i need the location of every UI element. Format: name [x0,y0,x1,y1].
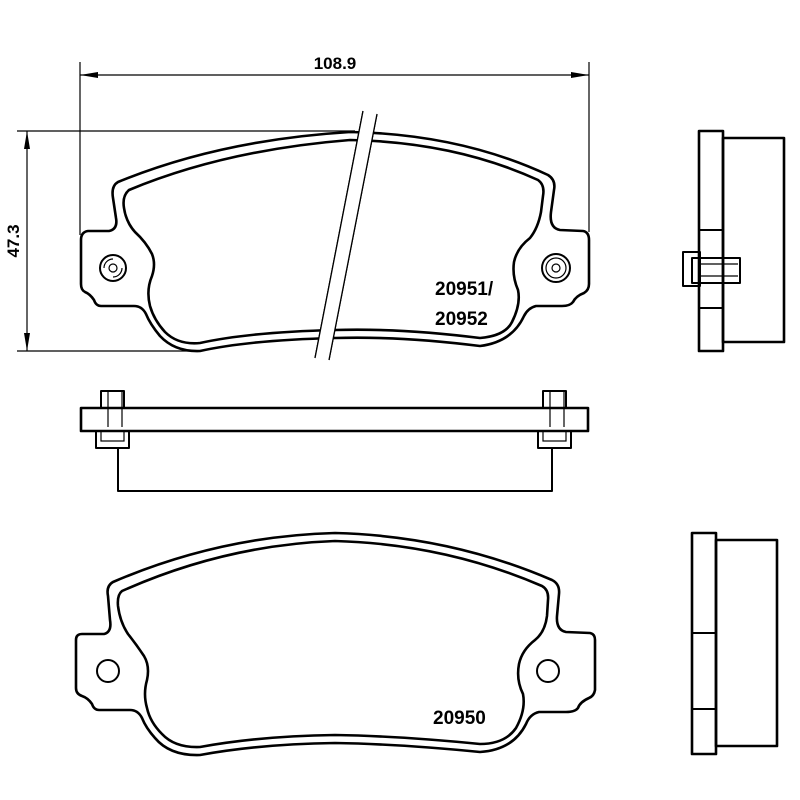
bottom-left-mounting-hole [96,659,120,683]
bottom-pad-part-number: 20950 [433,708,486,729]
bottom-side-friction-block [714,538,779,748]
top-side-clip-pin [691,257,741,284]
height-dimension: 47.3 [4,130,355,352]
bottom-right-mounting-hole [536,659,560,683]
plan-friction-outline [117,448,553,492]
plan-backing-plate [79,406,590,433]
top-side-clip [682,251,701,287]
break-gap [315,111,377,360]
width-dimension-label: 108.9 [314,54,357,73]
arrow-up-icon [24,131,30,149]
top-pad-side-view [682,129,786,353]
top-pad-part-number-2: 20952 [435,309,488,330]
plan-view [79,390,590,492]
top-side-backing-plate [697,129,725,353]
arrow-right-icon [571,72,589,78]
top-side-friction-block [721,136,786,344]
plan-left-clip-top [100,390,125,409]
bottom-pad-backing-plate [74,531,597,757]
arrow-left-icon [80,72,98,78]
bottom-pad-friction-material [116,539,550,749]
plan-left-clip-inner [100,430,125,442]
left-hole-center [108,263,118,273]
right-hole-ring [545,257,567,279]
arrow-down-icon [24,333,30,351]
left-hole-arc [103,258,114,269]
plan-right-clip-top [542,390,567,409]
break-line-right-edge [328,113,378,361]
top-pad-part-number-1: 20951/ [435,279,494,300]
left-mounting-hole [99,254,127,282]
width-dimension: 108.9 [79,54,590,235]
break-line-left-edge [314,110,364,359]
left-hole-arc [112,267,123,278]
bottom-pad-side-view [690,531,779,756]
plan-right-clip-inner [542,430,567,442]
top-pad-front-view: 20951/ 20952 [79,110,591,361]
bottom-pad-front-view: 20950 [74,531,597,757]
height-dimension-label: 47.3 [4,224,23,257]
top-pad-friction-material [122,138,545,345]
right-mounting-hole [541,253,571,283]
top-pad-backing-plate [79,130,591,353]
right-hole-center [551,263,561,273]
bottom-side-backing-plate [690,531,718,756]
